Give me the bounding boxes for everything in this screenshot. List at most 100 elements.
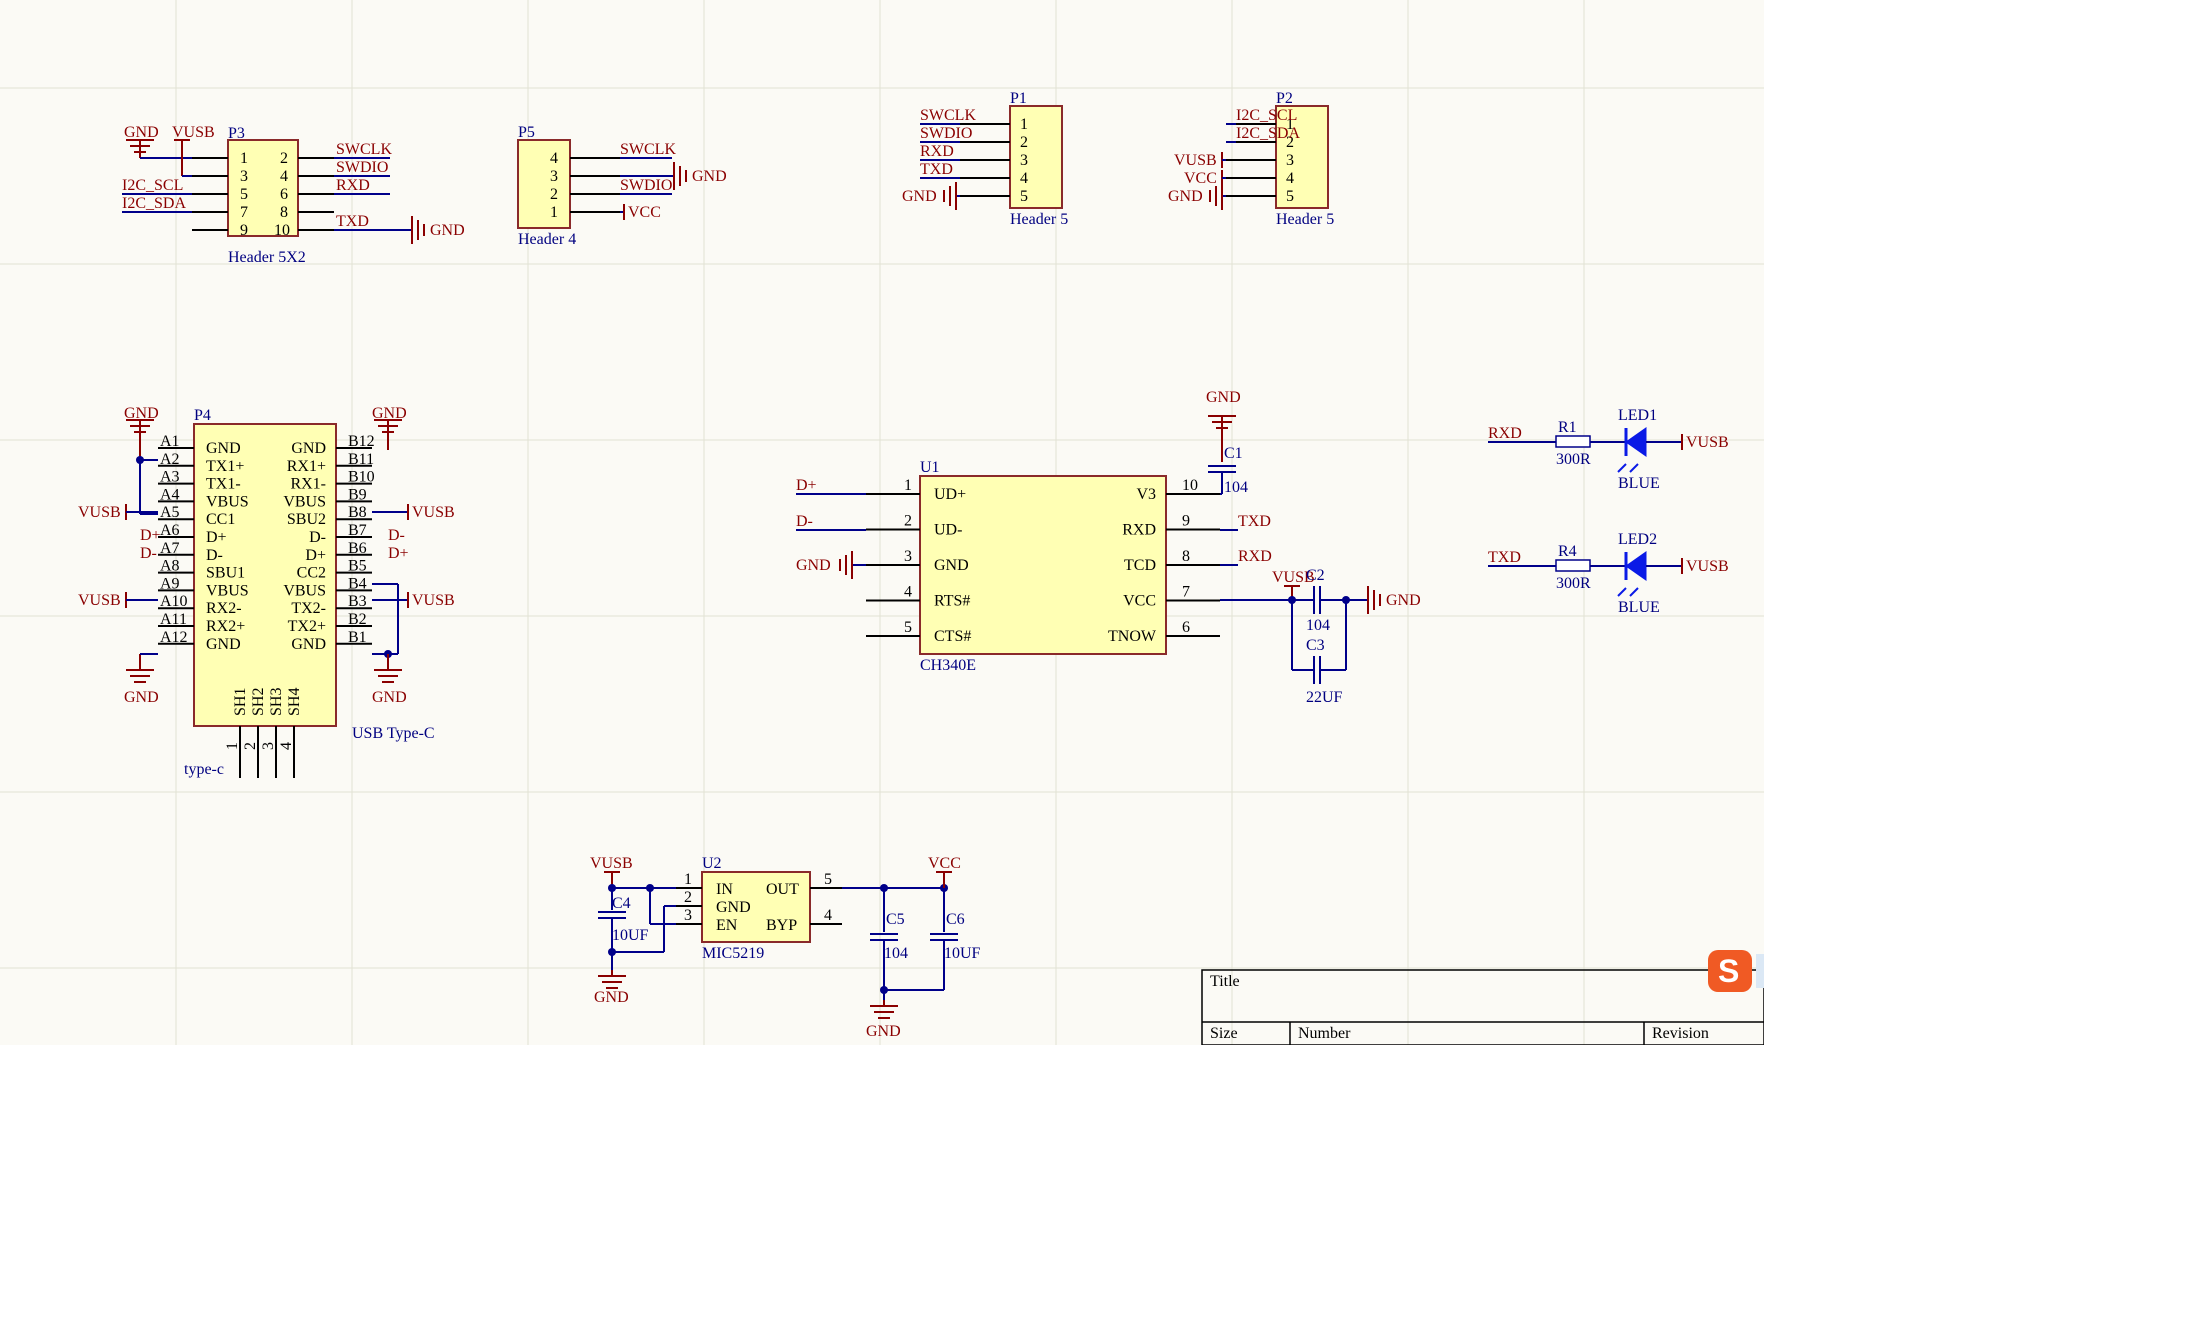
sogou-logo-icon[interactable]: S: [1708, 950, 1764, 992]
header-p3[interactable]: P3 1 3 5 7 9 2 4 6 8 10 Header 5X2 GND V…: [122, 124, 465, 266]
ic-u1-ch340e[interactable]: U1 CH340E 1UD+10V32UD-9RXD3GND8TCD4RTS#7…: [796, 459, 1292, 674]
p4-pin-a: A9: [160, 575, 180, 592]
p3-pin: 7: [240, 204, 248, 221]
p4-pin-name-left: GND: [206, 440, 241, 457]
c4-value: 10UF: [612, 927, 649, 944]
p5-footprint: Header 4: [518, 231, 576, 248]
c6-designator: C6: [946, 911, 965, 928]
p3-net-swclk: SWCLK: [336, 141, 392, 158]
p4-pin-b: B2: [348, 611, 367, 628]
title-label: Title: [1210, 973, 1240, 990]
led2-emission-icon: [1617, 587, 1639, 597]
p4-pin-a: A7: [160, 540, 180, 557]
led2-circuit[interactable]: TXD R4 300R VUSB LED2 BLUE: [1488, 531, 1729, 616]
capacitor-c1[interactable]: GND C1 104: [1206, 389, 1248, 496]
p5-net-swdio: SWDIO: [620, 177, 672, 194]
p4-footprint: USB Type-C: [352, 725, 435, 742]
u1-pin-right: 8: [1182, 548, 1190, 565]
header-p2[interactable]: P2 1 2 3 4 5 Header 5 I2C_SCL I2C_SDA VU…: [1168, 90, 1334, 228]
p4-pin-b: B6: [348, 540, 367, 557]
p3-pin: 10: [274, 222, 290, 239]
r1-designator: R1: [1558, 419, 1577, 436]
capacitors-c2-c3[interactable]: VUSB GND C2 104 C3 22UF: [1272, 567, 1421, 706]
p5-pin: 1: [550, 204, 558, 221]
header-p5[interactable]: P5 4 3 2 1 Header 4 SWCLK SWDIO GND VCC: [517, 124, 727, 248]
p3-pin: 9: [240, 222, 248, 239]
u1-pin-left: 2: [904, 513, 912, 530]
p3-pin: 8: [280, 204, 288, 221]
u1-pin-name-right: V3: [1136, 486, 1156, 503]
p2-body: [1275, 105, 1329, 209]
p5-net-swclk: SWCLK: [620, 141, 676, 158]
p4-pin-name-right: CC2: [297, 565, 326, 582]
title-block: Title Size Number Revision: [1201, 969, 1764, 1045]
c2-gnd-label: GND: [1386, 592, 1421, 609]
p4-pin-a: A3: [160, 469, 180, 486]
p2-pin: 2: [1286, 134, 1294, 151]
p4-pin-a: A6: [160, 522, 180, 539]
u1-pin-name-right: TCD: [1124, 557, 1156, 574]
led1-circuit[interactable]: RXD R1 300R VUSB LED1 BLUE: [1488, 407, 1729, 492]
p4-pin-name-left: RX2+: [206, 618, 245, 635]
u2-pin: 1: [684, 871, 692, 888]
p5-pin: 4: [550, 150, 558, 167]
p4-pin-name-left: RX2-: [206, 600, 242, 617]
p3-net-i2c-scl: I2C_SCL: [122, 177, 183, 194]
r4-designator: R4: [1558, 543, 1577, 560]
p3-pin: 3: [240, 168, 248, 185]
p3-pin: 5: [240, 186, 248, 203]
p4-pin-name-right: SBU2: [287, 511, 326, 528]
p4-pin-name-left: GND: [206, 636, 241, 653]
revision-label: Revision: [1652, 1025, 1709, 1042]
c4-designator: C4: [612, 895, 631, 912]
p1-designator: P1: [1010, 90, 1027, 107]
p1-pin: 4: [1020, 170, 1028, 187]
u2-pin: 3: [684, 907, 692, 924]
p4-pin-name-right: RX1+: [287, 458, 326, 475]
c5-value: 104: [884, 945, 908, 962]
p1-net-swclk: SWCLK: [920, 107, 976, 124]
u1-pin-name-right: RXD: [1122, 522, 1156, 539]
p4-pin-name-right: RX1-: [290, 476, 326, 493]
u2-vusb-label: VUSB: [590, 855, 633, 872]
u1-pin-left: 5: [904, 619, 912, 636]
p4-pin-name-right: D-: [309, 529, 326, 546]
p1-net-rxd: RXD: [920, 143, 954, 160]
schematic-canvas[interactable]: P3 1 3 5 7 9 2 4 6 8 10 Header 5X2 GND V…: [0, 0, 1764, 1045]
c3-value: 22UF: [1306, 689, 1343, 706]
p5-vcc-label: VCC: [628, 204, 661, 221]
p1-net-txd: TXD: [920, 161, 953, 178]
u2-gnd-right-label: GND: [866, 1023, 901, 1040]
p4-pin-b: B9: [348, 486, 367, 503]
u1-pin-name-right: VCC: [1123, 593, 1156, 610]
led2-net-out: VUSB: [1686, 558, 1729, 575]
p4-pin-a: A11: [160, 611, 187, 628]
u2-pin: 4: [824, 907, 832, 924]
p1-net-swdio: SWDIO: [920, 125, 972, 142]
u1-part: CH340E: [920, 657, 976, 674]
u1-pin-name-left: UD+: [934, 486, 966, 503]
p4-pin-b: B1: [348, 629, 367, 646]
number-label: Number: [1298, 1025, 1351, 1042]
u2-designator: U2: [702, 855, 722, 872]
ic-u2-mic5219[interactable]: U2 MIC5219 1 2 3 IN GND EN 5 4 OUT BYP V…: [590, 855, 981, 1040]
p3-vusb-label: VUSB: [172, 124, 215, 141]
r4-resistor: [1555, 559, 1591, 572]
p4-pin-name-right: GND: [291, 636, 326, 653]
p4-vusb-l2-label: VUSB: [78, 592, 121, 609]
u2-pin-name: GND: [716, 899, 751, 916]
p2-pin: 3: [1286, 152, 1294, 169]
u1-pin-name-left: RTS#: [934, 593, 970, 610]
led2-color: BLUE: [1618, 599, 1660, 616]
p4-pin-name-left: CC1: [206, 511, 235, 528]
p1-pin: 2: [1020, 134, 1028, 151]
header-p1[interactable]: P1 1 2 3 4 5 Header 5 SWCLK SWDIO RXD TX…: [902, 90, 1068, 228]
p4-vusb-l1-label: VUSB: [78, 504, 121, 521]
u1-pin-right: 6: [1182, 619, 1190, 636]
p4-net-dplus-right: D+: [388, 545, 409, 562]
led1-designator: LED1: [1618, 407, 1657, 424]
u1-designator: U1: [920, 459, 940, 476]
p4-shield-name: SH3: [268, 688, 285, 716]
